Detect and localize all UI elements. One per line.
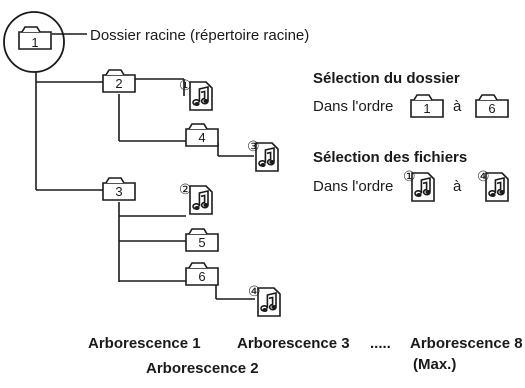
file-4-marker: ④ — [248, 283, 261, 299]
file-3: ③ — [247, 138, 279, 172]
music-file-icon — [257, 287, 281, 317]
caption-dots: ..... — [370, 335, 391, 352]
caption-tree-1: Arborescence 1 — [88, 335, 201, 352]
tree-connectors — [35, 72, 255, 300]
legend-file-order-prefix: Dans l'ordre — [313, 178, 393, 195]
file-1: ① — [179, 77, 213, 111]
captions: Arborescence 1 Arborescence 3 ..... Arbo… — [88, 335, 523, 377]
folder-6: 6 — [185, 262, 219, 286]
folder-2-number: 2 — [115, 76, 122, 91]
legend-file-title: Sélection des fichiers — [313, 149, 467, 166]
folder-6-number: 6 — [198, 269, 205, 284]
legend-folder-to-word: à — [453, 98, 462, 115]
music-file-icon — [189, 81, 213, 111]
legend-folder-title: Sélection du dossier — [313, 70, 460, 87]
music-file-icon — [189, 185, 213, 215]
file-2-marker: ② — [179, 181, 192, 197]
legend-folder-to: 6 — [488, 101, 495, 116]
legend-folder-from: 1 — [423, 101, 430, 116]
folder-3-number: 3 — [115, 184, 122, 199]
folder-5: 5 — [185, 228, 219, 252]
root-circle — [3, 11, 65, 73]
caption-tree-8: Arborescence 8 — [410, 335, 523, 352]
legend-file-from-marker: ① — [403, 168, 416, 184]
root-folder-number: 1 — [31, 35, 38, 50]
folder-5-number: 5 — [198, 235, 205, 250]
folder-4: 4 — [185, 123, 219, 147]
legend-file-to-marker: ④ — [477, 168, 490, 184]
caption-tree-2: Arborescence 2 — [146, 360, 259, 377]
folder-4-number: 4 — [198, 130, 205, 145]
caption-tree-3: Arborescence 3 — [237, 335, 350, 352]
file-2: ② — [179, 181, 213, 215]
legend-folder-order-prefix: Dans l'ordre — [313, 98, 393, 115]
legend: Sélection du dossier Dans l'ordre 1 à 6 … — [313, 70, 509, 202]
file-4: ④ — [248, 283, 281, 317]
root-folder: 1 — [3, 11, 65, 73]
root-label: Dossier racine (répertoire racine) — [90, 27, 309, 44]
caption-max: (Max.) — [413, 356, 456, 373]
file-3-marker: ③ — [247, 138, 260, 154]
folder-2: 2 — [102, 69, 136, 93]
file-1-marker: ① — [179, 77, 192, 93]
legend-file-to-word: à — [453, 178, 462, 195]
folder-3: 3 — [102, 177, 136, 201]
